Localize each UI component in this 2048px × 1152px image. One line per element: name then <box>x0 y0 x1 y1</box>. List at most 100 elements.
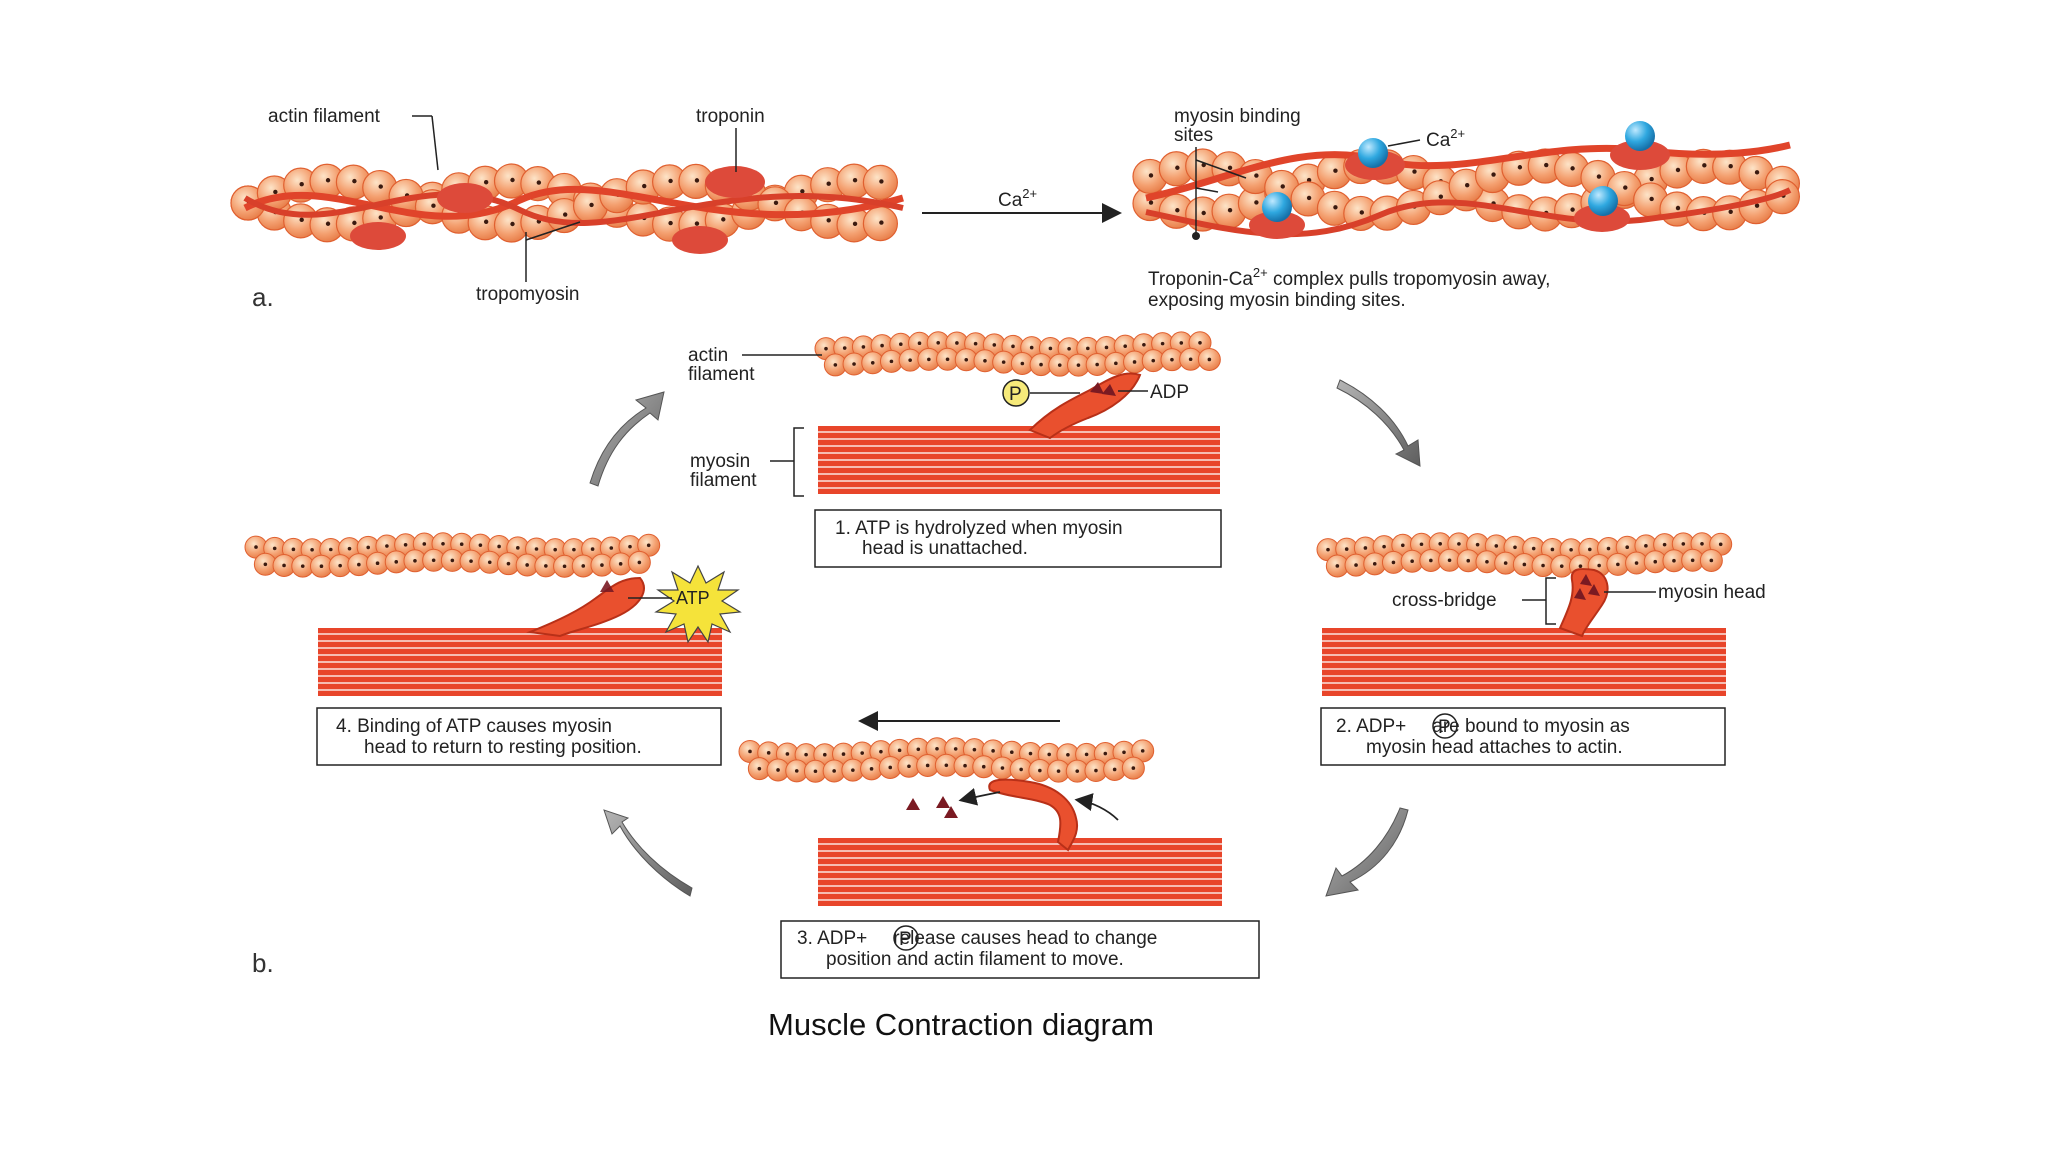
actin-bead-dot <box>282 563 286 568</box>
actin-bead-dot <box>1550 547 1555 552</box>
troponin-complex <box>350 222 406 250</box>
actin-bead-dot <box>1122 750 1126 755</box>
label-troponin: troponin <box>696 106 765 127</box>
actin-bead-dot <box>1754 203 1760 208</box>
actin-bead-dot <box>721 217 726 222</box>
actin-bead-dot <box>668 220 673 226</box>
label-actin: actin <box>688 345 728 366</box>
actin-bead-dot <box>1578 564 1583 568</box>
actin-bead-dot <box>1517 165 1523 170</box>
actin-bead-dot <box>1662 542 1667 547</box>
actin-bead-dot <box>1175 165 1180 170</box>
step-1-caption-box <box>814 509 1222 568</box>
actin-bead-dot <box>1382 544 1386 549</box>
step-1: P ADP actin filament myosin filament 1. … <box>688 331 1222 568</box>
actin-bead-dot <box>1148 200 1154 205</box>
actin-bead-dot <box>953 747 958 751</box>
actin-bead-dot <box>879 749 883 754</box>
step-1-line-1: 1. ATP is hydrolyzed when myosin <box>835 518 1123 539</box>
actin-bead-dot <box>469 559 473 563</box>
actin-bead-dot <box>1095 362 1099 367</box>
actin-bead-dot <box>394 560 399 564</box>
phosphate-circle <box>1002 379 1030 407</box>
cycle-arrows <box>589 379 1421 897</box>
actin-bead-dot <box>1170 357 1174 362</box>
actin-bead-dot <box>1644 544 1648 548</box>
actin-bead-dot <box>1649 176 1654 182</box>
actin-bead-dot <box>516 546 520 550</box>
panel-label-a: a. <box>252 282 274 312</box>
actin-bead-dot <box>544 564 548 568</box>
label-p: P <box>1009 384 1022 405</box>
actin-bead-dot <box>944 763 949 768</box>
actin-bead-dot <box>1438 541 1442 546</box>
actin-bead-dot <box>272 546 277 551</box>
actin-bead-dot <box>299 181 304 187</box>
actin-bead-dot <box>1227 207 1233 213</box>
actin-bead-dot <box>1029 345 1034 350</box>
actin-bead-dot <box>1681 542 1686 546</box>
actin-bead-dot <box>1569 547 1573 552</box>
label-myosin: myosin <box>690 451 750 472</box>
actin-bead-dot <box>1067 346 1071 351</box>
troponin-complex <box>672 226 728 254</box>
actin-bead-dot <box>1597 563 1601 568</box>
actin-bead-dot <box>413 559 417 563</box>
svg-text:Troponin-Ca2+ complex pulls tr: Troponin-Ca2+ complex pulls tropomyosin … <box>1148 265 1550 290</box>
actin-bead-dot <box>1179 341 1184 345</box>
actin-bead-dot <box>757 766 762 771</box>
actin-bead-dot <box>992 343 997 347</box>
part-a: actin filament troponin tropomyosin Ca2+ <box>230 106 1801 312</box>
actin-bead-dot <box>945 357 950 362</box>
actin-bead-dot <box>385 544 389 548</box>
actin-bead-dot <box>880 343 884 348</box>
myosin-head-power-stroke <box>988 778 1078 852</box>
calcium-ion <box>1358 138 1388 168</box>
actin-bead-dot <box>1140 749 1145 753</box>
actin-bead-dot <box>510 177 515 183</box>
actin-bead-dot <box>908 358 912 362</box>
actin-bead-dot <box>1363 546 1368 550</box>
actin-bead-dot <box>581 564 586 568</box>
actin-bead-dot <box>487 560 492 565</box>
actin-bead-dot <box>609 546 614 550</box>
actin-bead-dot <box>352 220 357 226</box>
actin-bead-dot <box>378 215 383 220</box>
actin-bead-dot <box>1112 767 1117 772</box>
actin-bead-dot <box>1410 559 1414 564</box>
actin-bead-dot <box>824 346 828 351</box>
actin-bead-dot <box>1438 194 1444 199</box>
actin-bead-dot <box>776 768 780 772</box>
released-adp <box>906 798 920 810</box>
label-atp: ATP <box>676 588 710 608</box>
actin-bead-dot <box>1457 542 1461 546</box>
actin-bead-dot <box>1531 546 1536 551</box>
actin-bead-dot <box>1625 545 1629 550</box>
actin-bead-dot <box>422 542 427 546</box>
actin-bead-dot <box>1056 769 1061 773</box>
actin-bead-dot <box>1103 751 1108 756</box>
actin-bead-dot <box>852 177 858 183</box>
actin-bead-dot <box>553 547 557 552</box>
label-adp: ADP <box>1150 382 1189 403</box>
step-4: ATP 4. Binding of ATP causes myosin head… <box>244 532 742 766</box>
svg-text:2. ADP+are bound to myosin as: 2. ADP+are bound to myosin as <box>1336 716 1630 737</box>
actin-bead-dot <box>1475 542 1480 547</box>
cycle-arrow-top-right <box>1336 379 1421 467</box>
cycle-arrow-bottom-right <box>1325 807 1409 897</box>
actin-bead-dot <box>1485 559 1489 564</box>
actin-bead-dot <box>1491 172 1496 177</box>
actin-bead-dot <box>861 345 866 349</box>
actin-bead-dot <box>536 180 542 185</box>
actin-bead-dot <box>357 562 361 567</box>
actin-bead-dot <box>1047 752 1051 757</box>
actin-bead-dot <box>826 181 831 186</box>
actin-bead-dot <box>852 362 856 366</box>
actin-bead-dot <box>800 189 805 194</box>
calcium-ion <box>1588 186 1618 216</box>
step-3: 3. ADP+release causes head to change P p… <box>738 711 1260 979</box>
actin-bead-dot <box>1728 163 1733 169</box>
actin-bead-dot <box>352 178 357 184</box>
actin-bead-dot <box>1419 542 1424 547</box>
